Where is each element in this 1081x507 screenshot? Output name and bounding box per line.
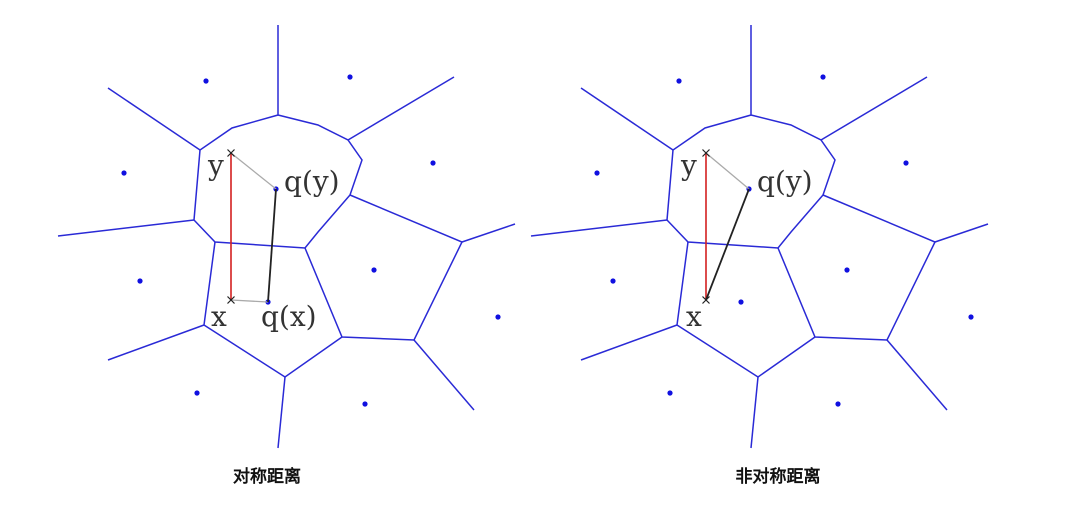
point-y-marker [227, 149, 235, 157]
voronoi-edges [57, 25, 516, 449]
assignment-line-y [230, 152, 277, 190]
assignment-line-x [230, 299, 269, 303]
point-x-marker [227, 296, 235, 304]
assignment-line-y [705, 152, 750, 190]
caption-asymmetric: 非对称距离 [736, 466, 821, 487]
quantized-distance-line [267, 188, 277, 303]
label-y: y [207, 149, 224, 182]
voronoi-sites [121, 74, 501, 407]
label-qy: q(y) [284, 165, 340, 198]
point-x-marker [702, 296, 710, 304]
label-x: x [211, 300, 227, 333]
panel-asymmetric: y q(y) x 非对称距离 [530, 25, 989, 487]
voronoi-sites [594, 74, 974, 407]
asymmetric-distance-line [705, 188, 750, 301]
label-y: y [680, 149, 697, 182]
label-qy: q(y) [757, 165, 813, 198]
point-y-marker [702, 149, 710, 157]
label-qx: q(x) [261, 300, 317, 333]
panel-symmetric: y q(y) x q(x) 对称距离 [57, 25, 516, 487]
voronoi-edges [530, 25, 989, 449]
label-x: x [686, 300, 702, 333]
caption-symmetric: 对称距离 [233, 466, 301, 487]
